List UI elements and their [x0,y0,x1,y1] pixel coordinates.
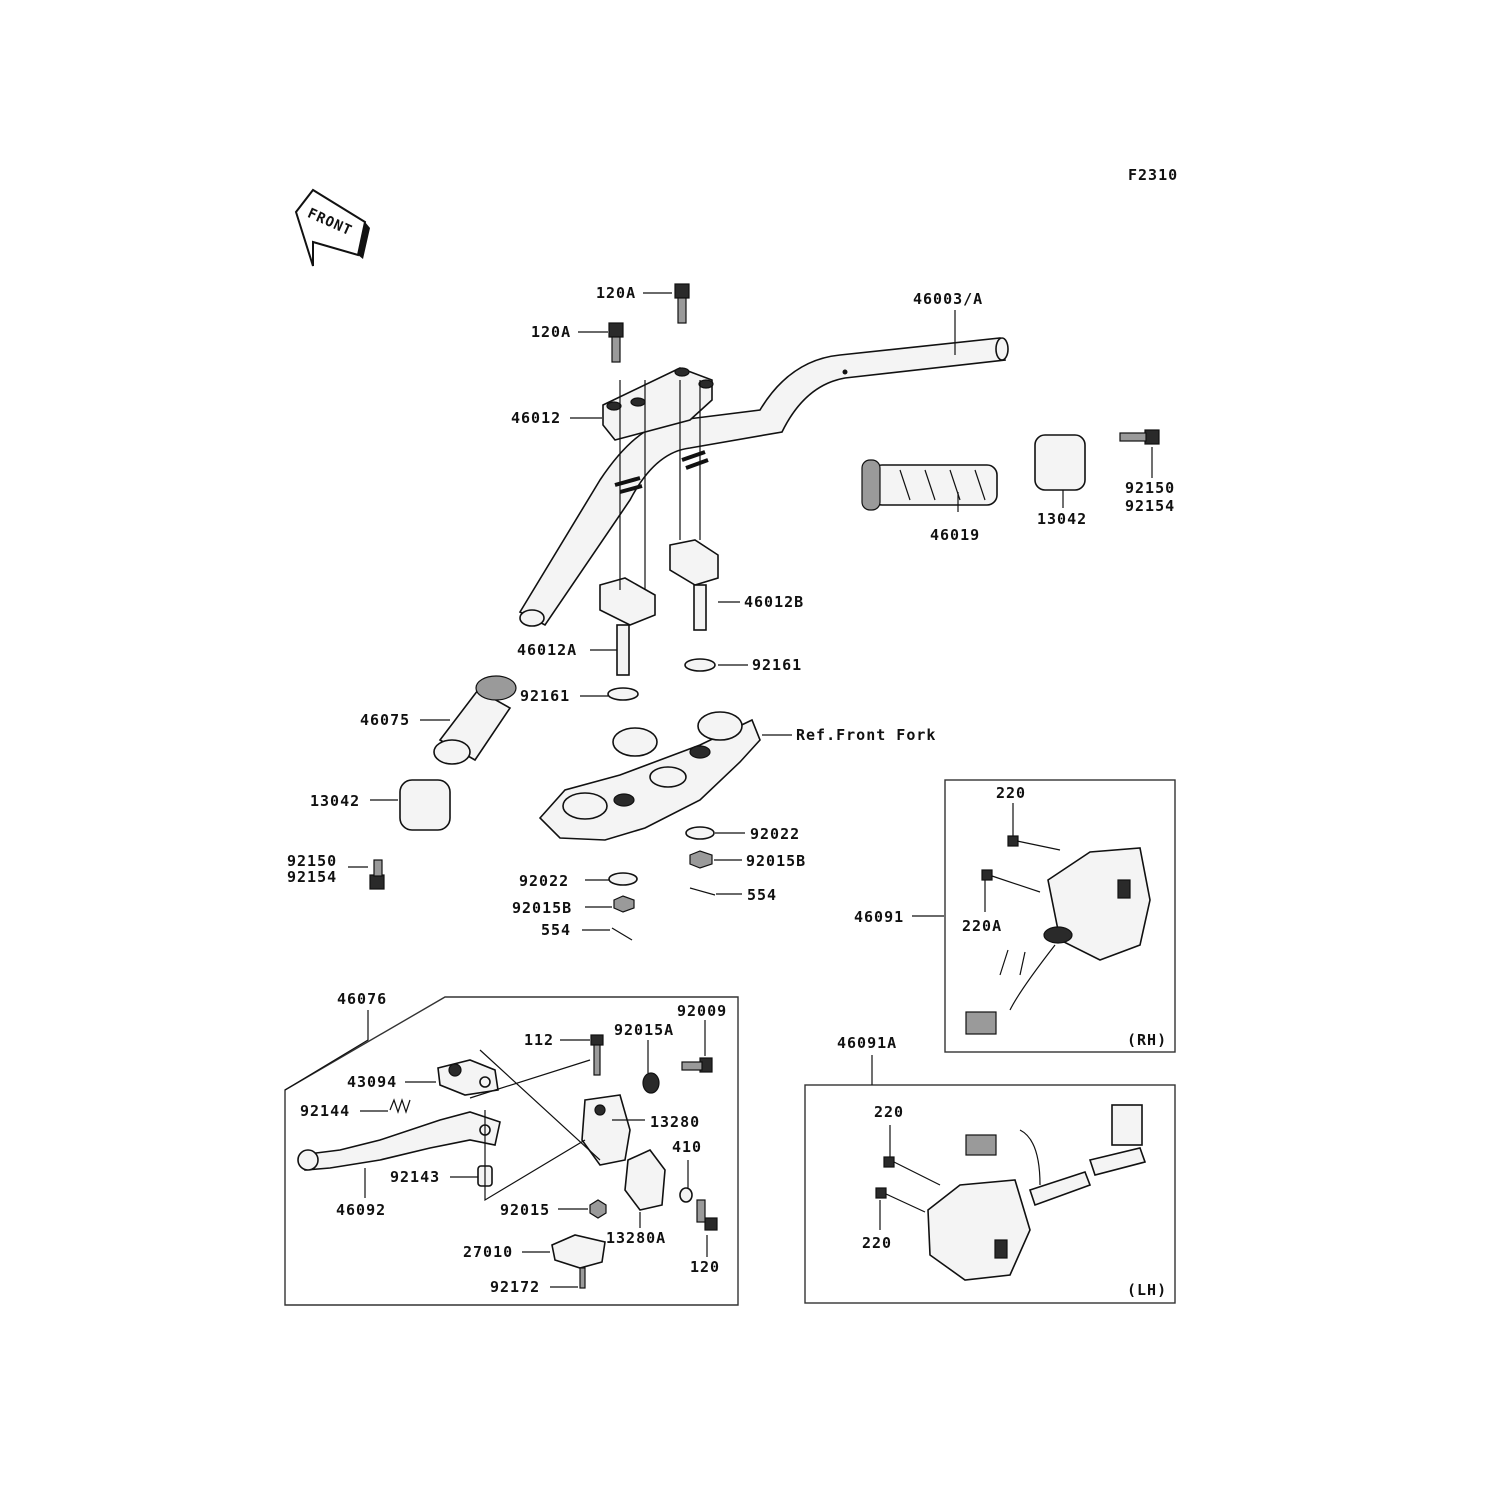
callout-120: 120 [690,1258,720,1276]
callout-92161-right: 92161 [752,656,802,674]
callout-46092: 46092 [336,1201,386,1219]
callout-46075: 46075 [360,711,410,729]
cotter-pin-554-left [611,927,633,941]
leader-lines-top [348,292,1153,931]
rh-label: (RH) [1127,1031,1167,1049]
screw-220-lh-bottom [875,1187,926,1213]
callout-92154-right: 92154 [1125,497,1175,515]
callout-46076: 46076 [337,990,387,1008]
clutch-holder-13280 [581,1094,631,1166]
leader-lines-clutch [360,1020,708,1288]
callout-46012b: 46012B [744,593,804,611]
bolt-92150-left [369,859,385,890]
bolt-120a-top [674,283,690,324]
leader-46076 [284,1010,369,1091]
callout-92015b-left: 92015B [512,899,572,917]
callout-13042-right: 13042 [1037,510,1087,528]
lh-switch-panel [804,1084,1176,1304]
callout-92015a: 92015A [614,1021,674,1039]
figure-code: F2310 [1128,166,1178,184]
washer-410 [679,1187,693,1203]
washer-92022-left [608,872,638,886]
callout-410: 410 [672,1138,702,1156]
bolt-92009 [681,1057,713,1073]
callout-120a-top: 120A [596,284,636,302]
callout-92022-right: 92022 [750,825,800,843]
nut-92015 [589,1199,607,1219]
nut-92015b-left [613,895,635,913]
callout-27010: 27010 [463,1243,513,1261]
handlebar-lower-holder-a [599,577,656,676]
callout-92144: 92144 [300,1102,350,1120]
callout-92150-right: 92150 [1125,479,1175,497]
callout-92172: 92172 [490,1278,540,1296]
screw-220-lh-top [883,1156,941,1186]
handlebar-lower-holder-b [669,539,719,631]
screw-220-rh [1007,835,1061,851]
callout-92150-left: 92150 [287,852,337,870]
callout-92015: 92015 [500,1201,550,1219]
callout-92009: 92009 [677,1002,727,1020]
steering-stem-head [538,711,761,841]
grip-right [861,459,998,511]
weight-13042-right [1034,434,1086,491]
spring-92144 [389,1098,411,1114]
ref-front-fork: Ref.Front Fork [796,726,936,744]
callout-46012a: 46012A [517,641,577,659]
callout-220-lh-top: 220 [874,1103,904,1121]
washer-92161-right [684,658,716,672]
switch-housing-right [965,847,1151,1035]
weight-13042-left [399,779,451,831]
bolt-120 [696,1199,718,1231]
callout-554-left: 554 [541,921,571,939]
callout-92143: 92143 [390,1168,440,1186]
clutch-lever-panel [284,996,739,1306]
rh-switch-panel [944,779,1176,1053]
callout-92154-left: 92154 [287,868,337,886]
washer-92022-right [685,826,715,840]
cotter-pin-554-right [689,887,716,896]
callout-112: 112 [524,1031,554,1049]
callout-46091: 46091 [854,908,904,926]
nut-92015b-right [689,850,713,869]
handlebar-upper-holder [602,367,714,441]
callout-13280a: 13280A [606,1229,666,1247]
callout-13280: 13280 [650,1113,700,1131]
callout-46019: 46019 [930,526,980,544]
front-arrow-icon: FRONT [294,188,370,267]
grip-left [433,675,517,765]
washer-92161-left [607,687,639,701]
callout-220a: 220A [962,917,1002,935]
bolt-120a-left [608,322,624,363]
callout-92015b-right: 92015B [746,852,806,870]
washer-92015a [642,1072,660,1094]
lh-label: (LH) [1127,1281,1167,1299]
switch-housing-left [927,1104,1147,1281]
callout-92161-left: 92161 [520,687,570,705]
callout-92022-left: 92022 [519,872,569,890]
bolt-112 [590,1034,604,1076]
screw-220a [981,869,1041,893]
callout-labels: 120A 120A 46003/A 46012 46019 13042 9215… [287,284,1175,1296]
callout-46003a: 46003/A [913,290,983,308]
callout-554-right: 554 [747,886,777,904]
callout-220-lh-bottom: 220 [862,1234,892,1252]
lever-holder-43094 [437,1059,499,1096]
callout-220-rh: 220 [996,784,1026,802]
callout-120a-left: 120A [531,323,571,341]
clutch-lever-46092 [297,1111,501,1171]
bolt-92150-right [1119,429,1160,445]
switch-27010 [551,1234,606,1269]
callout-43094: 43094 [347,1073,397,1091]
callout-13042-left: 13042 [310,792,360,810]
screw-92172 [579,1267,586,1289]
clutch-holder-13280a [624,1149,666,1211]
callout-46091a: 46091A [837,1034,897,1052]
callout-46012: 46012 [511,409,561,427]
